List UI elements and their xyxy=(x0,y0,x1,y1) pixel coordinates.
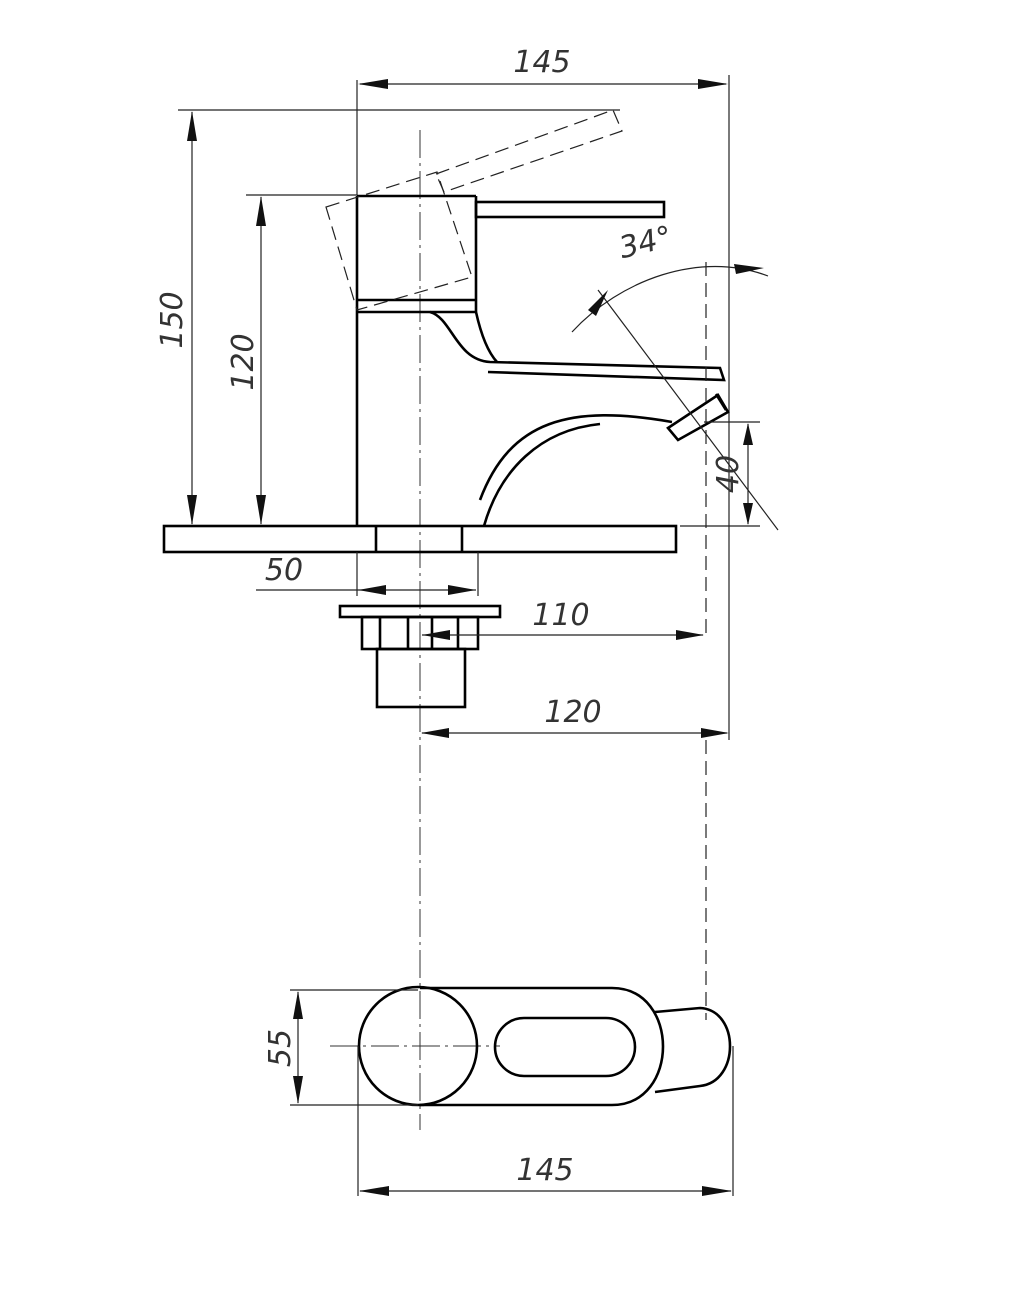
dim-label-50: 50 xyxy=(265,553,303,588)
dimension-150: 150 xyxy=(155,109,620,525)
dimension-50: 50 xyxy=(256,552,479,596)
tail-pipe xyxy=(375,647,467,709)
dimension-120-height: 120 xyxy=(226,194,357,525)
faucet-side-view xyxy=(162,194,730,709)
dim-label-110: 110 xyxy=(532,598,589,633)
dim-label-150: 150 xyxy=(155,291,190,348)
dim-label-145-bottom: 145 xyxy=(516,1153,573,1188)
spout-lower xyxy=(478,414,673,501)
dim-label-145-top: 145 xyxy=(513,45,570,80)
dimension-55: 55 xyxy=(263,989,418,1106)
aerator xyxy=(666,393,730,442)
dim-label-34-degree: 34° xyxy=(616,219,676,266)
dim-label-120-height: 120 xyxy=(226,333,261,390)
dim-label-120-horizontal: 120 xyxy=(544,695,601,730)
lever-handle xyxy=(474,200,666,219)
top-view-lever-outline xyxy=(420,986,665,1107)
top-view-spout-end xyxy=(654,1006,732,1094)
top-view-lever-slot xyxy=(493,1016,637,1078)
base-plate xyxy=(162,524,678,554)
dimension-145-top: 145 xyxy=(356,45,730,740)
dim-label-40: 40 xyxy=(711,455,746,493)
dimension-120-horizontal: 120 xyxy=(421,695,729,1020)
spout-upper xyxy=(429,310,726,382)
dim-label-55: 55 xyxy=(263,1029,298,1067)
dimension-110: 110 xyxy=(422,262,707,640)
dimension-145-bottom: 145 xyxy=(357,1046,734,1196)
lever-raised-position xyxy=(325,109,623,311)
dimension-40: 40 xyxy=(680,421,760,527)
